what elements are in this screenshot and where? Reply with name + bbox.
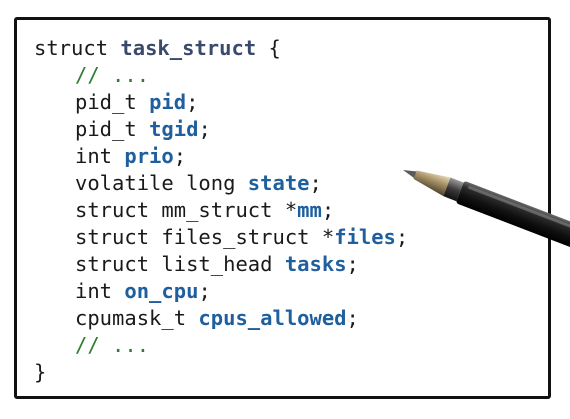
- field-name: prio: [124, 144, 174, 168]
- field-terminator: ;: [198, 117, 211, 141]
- code-line-files: struct files_struct *files;: [34, 224, 408, 251]
- field-declaration: cpumask_t: [75, 306, 199, 330]
- code-line-state: volatile long state;: [34, 170, 408, 197]
- field-name: pid: [149, 90, 187, 114]
- field-declaration: volatile long: [75, 171, 248, 195]
- open-brace: {: [268, 36, 281, 60]
- struct-name: task_struct: [120, 36, 257, 60]
- struct-footer-line: }: [34, 359, 408, 386]
- field-declaration: struct list_head: [75, 252, 285, 276]
- field-declaration: pid_t: [75, 117, 150, 141]
- code-line-pid: pid_t pid;: [34, 89, 408, 116]
- code-comment: // ...: [75, 63, 150, 87]
- field-terminator: ;: [321, 198, 335, 222]
- code-line-prio: int prio;: [34, 143, 408, 170]
- code-line-mm: struct mm_struct *mm;: [34, 197, 408, 224]
- field-terminator: ;: [395, 225, 409, 249]
- field-declaration: int: [75, 279, 125, 303]
- field-name: tgid: [149, 117, 199, 141]
- field-declaration: pid_t: [75, 90, 150, 114]
- field-name: on_cpu: [124, 279, 199, 303]
- field-name: cpus_allowed: [198, 306, 347, 330]
- field-terminator: ;: [346, 252, 359, 276]
- field-name: mm: [297, 198, 322, 222]
- field-terminator: ;: [198, 279, 211, 303]
- close-brace: }: [34, 360, 47, 384]
- field-terminator: ;: [173, 144, 187, 168]
- code-comment: // ...: [75, 333, 150, 357]
- field-name: tasks: [284, 252, 347, 276]
- struct-header-line: struct task_struct {: [34, 35, 408, 62]
- code-line-comment-top: // ...: [34, 62, 408, 89]
- field-declaration: int: [75, 144, 125, 168]
- field-terminator: ;: [186, 90, 199, 114]
- code-line-comment-bottom: // ...: [34, 332, 408, 359]
- code-line-tgid: pid_t tgid;: [34, 116, 408, 143]
- field-name: files: [334, 225, 396, 249]
- field-name: state: [247, 171, 310, 195]
- code-line-cpus-allowed: cpumask_t cpus_allowed;: [34, 305, 408, 332]
- field-terminator: ;: [309, 171, 322, 195]
- code-block: struct task_struct { // ... pid_t pid; p…: [34, 35, 408, 386]
- code-line-tasks: struct list_head tasks;: [34, 251, 408, 278]
- struct-keyword: struct: [34, 36, 109, 60]
- field-terminator: ;: [346, 306, 359, 330]
- code-frame: struct task_struct { // ... pid_t pid; p…: [14, 17, 551, 399]
- field-declaration: struct mm_struct *: [75, 198, 298, 222]
- code-line-on-cpu: int on_cpu;: [34, 278, 408, 305]
- field-declaration: struct files_struct *: [75, 225, 335, 249]
